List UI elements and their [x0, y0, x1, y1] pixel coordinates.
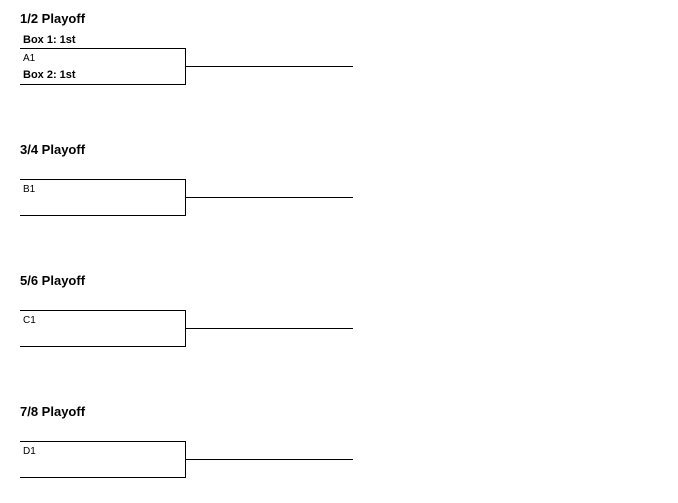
match-seed-label: C1 — [23, 315, 36, 326]
playoff-7-8: 7/8 Playoff D1 — [0, 393, 400, 503]
match-box — [20, 310, 186, 347]
match-box — [20, 48, 186, 85]
playoff-title: 5/6 Playoff — [20, 273, 86, 288]
winner-line — [186, 459, 353, 460]
playoff-title: 7/8 Playoff — [20, 404, 86, 419]
team-top-label: Box 1: 1st — [23, 34, 76, 46]
playoff-title: 3/4 Playoff — [20, 142, 86, 157]
match-box — [20, 179, 186, 216]
playoff-title: 1/2 Playoff — [20, 11, 86, 26]
playoff-3-4: 3/4 Playoff B1 — [0, 131, 400, 241]
playoff-5-6: 5/6 Playoff C1 — [0, 262, 400, 372]
match-seed-label: A1 — [23, 53, 36, 64]
winner-line — [186, 328, 353, 329]
playoff-1-2: 1/2 Playoff Box 1: 1st A1 Box 2: 1st — [0, 0, 400, 110]
match-seed-label: D1 — [23, 446, 36, 457]
team-bottom-label: Box 2: 1st — [23, 69, 76, 81]
winner-line — [186, 197, 353, 198]
match-box — [20, 441, 186, 478]
match-seed-label: B1 — [23, 184, 36, 195]
winner-line — [186, 66, 353, 67]
